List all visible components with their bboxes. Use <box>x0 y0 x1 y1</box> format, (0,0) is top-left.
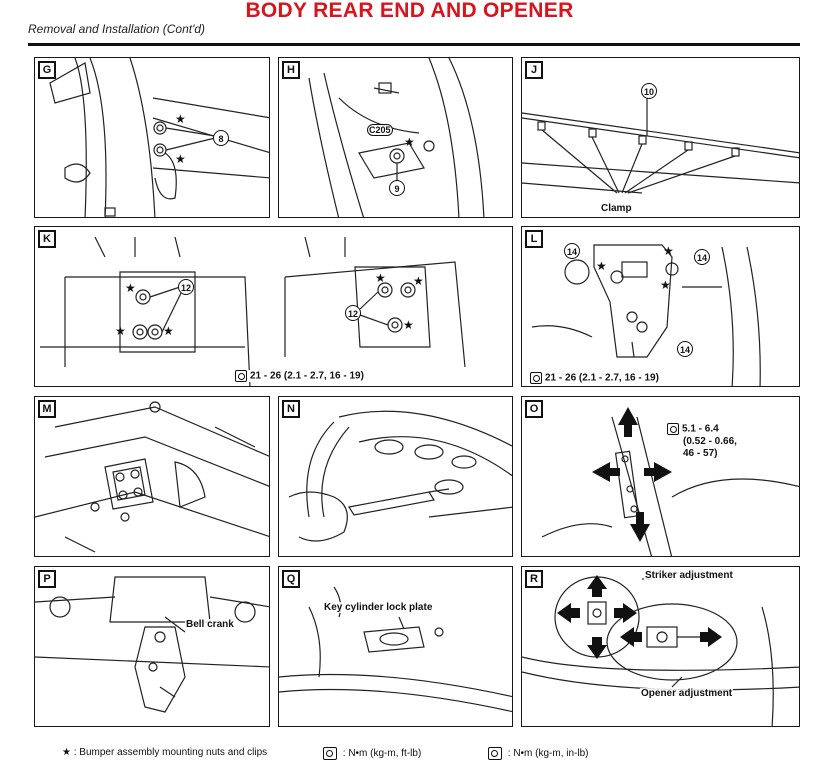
legend-torque-inlb-text: : N•m (kg-m, in-lb) <box>507 748 589 760</box>
panel-letter: H <box>282 61 300 79</box>
panel-letter: M <box>38 400 56 418</box>
panel-k: K ★ ★ ★ 12 ★ ★ ★ 12 21 - 26 (2.1 - 2.7, … <box>34 226 513 387</box>
panel-p: P Bell crank <box>34 566 270 727</box>
page-title: BODY REAR END AND OPENER <box>245 0 574 22</box>
torque-spec: 21 - 26 (2.1 - 2.7, 16 - 19) <box>235 370 364 382</box>
legend-star: ★ : Bumper assembly mounting nuts and cl… <box>62 747 267 758</box>
panel-g-illustration <box>49 58 269 217</box>
clamp-label: Clamp <box>600 203 633 214</box>
panel-r: R Striker adjustment Opener adjustment <box>521 566 800 727</box>
panel-h: H C205 ★ 9 <box>278 57 513 218</box>
callout-10: 10 <box>641 83 657 99</box>
star-marker: ★ <box>115 324 126 338</box>
panel-h-illustration <box>308 58 485 217</box>
panel-letter: G <box>38 61 56 79</box>
section-subtitle: Removal and Installation (Cont'd) <box>28 22 206 36</box>
panel-m-illustration <box>35 401 269 553</box>
torque-line-2: (0.52 - 0.66, <box>683 435 737 447</box>
panel-l: L 14 14 14 ★ ★ ★ 21 - 26 (2.1 - 2.7, 16 … <box>521 226 800 387</box>
panel-l-illustration <box>531 244 761 386</box>
star-marker: ★ <box>163 324 174 338</box>
torque-line-1: 5.1 - 6.4 <box>682 423 719 435</box>
key-cylinder-label: Key cylinder lock plate <box>323 602 434 613</box>
panel-letter: Q <box>282 570 300 588</box>
opener-adjustment-label: Opener adjustment <box>640 688 734 699</box>
star-marker: ★ <box>660 278 671 292</box>
torque-value: 21 - 26 (2.1 - 2.7, 16 - 19) <box>250 370 364 382</box>
header-divider <box>28 43 800 46</box>
star-marker: ★ <box>125 281 136 295</box>
panel-letter: J <box>525 61 543 79</box>
panel-j: J 10 Clamp <box>521 57 800 218</box>
torque-value: 21 - 26 (2.1 - 2.7, 16 - 19) <box>545 372 659 384</box>
connector-label: C205 <box>367 124 393 136</box>
torque-spec-inlb: 5.1 - 6.4 (0.52 - 0.66, 46 - 57) <box>667 423 737 460</box>
callout-12: 12 <box>178 279 194 295</box>
torque-wrench-icon <box>530 372 542 384</box>
callout-14: 14 <box>677 341 693 357</box>
legend-star-text: : Bumper assembly mounting nuts and clip… <box>73 747 268 758</box>
torque-wrench-icon <box>323 747 337 760</box>
star-icon: ★ <box>62 747 71 758</box>
panel-letter: R <box>525 570 543 588</box>
star-marker: ★ <box>413 274 424 288</box>
star-marker: ★ <box>403 318 414 332</box>
panel-j-illustration <box>522 98 799 194</box>
torque-wrench-icon <box>488 747 502 760</box>
striker-adjustment-label: Striker adjustment <box>644 570 734 581</box>
star-marker: ★ <box>175 112 186 126</box>
callout-9: 9 <box>389 180 405 196</box>
legend-torque-ftlb: : N•m (kg-m, ft-lb) <box>323 747 421 760</box>
callout-14: 14 <box>694 249 710 265</box>
torque-spec: 21 - 26 (2.1 - 2.7, 16 - 19) <box>530 372 659 384</box>
panel-letter: N <box>282 400 300 418</box>
panel-letter: P <box>38 570 56 588</box>
torque-wrench-icon <box>235 370 247 382</box>
star-marker: ★ <box>175 152 186 166</box>
legend-torque-inlb: : N•m (kg-m, in-lb) <box>488 747 589 760</box>
legend-torque-ftlb-text: : N•m (kg-m, ft-lb) <box>342 748 422 760</box>
panel-letter: O <box>525 400 543 418</box>
panel-letter: K <box>38 230 56 248</box>
panel-g: G ★ ★ 8 <box>34 57 270 218</box>
panel-m: M <box>34 396 270 557</box>
star-marker: ★ <box>375 271 386 285</box>
torque-wrench-icon <box>667 423 679 435</box>
panel-q: Q Key cylinder lock plate <box>278 566 513 727</box>
panel-n: N <box>278 396 513 557</box>
panel-letter: L <box>525 230 543 248</box>
star-marker: ★ <box>663 244 674 258</box>
panel-k-illustration <box>40 236 466 386</box>
panel-q-illustration <box>279 586 512 713</box>
panel-o-illustration <box>541 407 799 556</box>
callout-12: 12 <box>345 305 361 321</box>
callout-8: 8 <box>213 130 229 146</box>
bell-crank-label: Bell crank <box>185 619 235 630</box>
panel-p-illustration <box>35 576 269 713</box>
star-marker: ★ <box>596 259 607 273</box>
star-marker: ★ <box>404 135 415 149</box>
torque-line-3: 46 - 57) <box>683 447 718 459</box>
panel-n-illustration <box>288 410 512 542</box>
panel-r-illustration <box>522 575 799 726</box>
panel-o: O 5.1 - 6.4 (0.52 - 0.66, 46 - 57) <box>521 396 800 557</box>
callout-14: 14 <box>564 243 580 259</box>
